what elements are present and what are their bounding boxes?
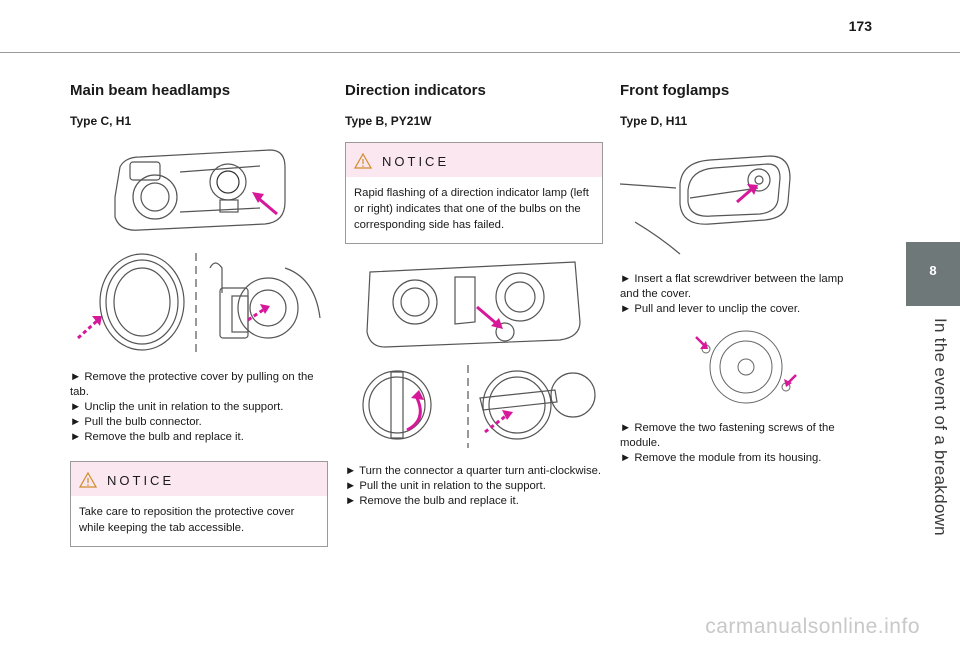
chapter-number: 8 (929, 263, 937, 278)
indicator-housing-illustration (366, 261, 581, 348)
chapter-title: In the event of a breakdown (931, 318, 950, 536)
warning-icon (79, 472, 97, 488)
connector-turn-illustration (362, 365, 596, 448)
section-title: Main beam headlamps (70, 82, 231, 99)
bulb-type: Type C, H1 (70, 114, 132, 128)
headlamp-rear-illustration (114, 149, 286, 231)
cover-removal-illustration (76, 253, 321, 353)
section-front-foglamps: Front foglamps Type D, H11 ► Insert a fl… (620, 82, 858, 466)
section-title: Front foglamps (620, 82, 730, 99)
foglamp-module-illustration (695, 330, 797, 404)
step: ► Pull the unit in relation to the suppo… (345, 480, 546, 492)
notice-text: Rapid flashing of a direction indicator … (354, 187, 589, 231)
notice-text: Take care to reposition the protective c… (79, 506, 295, 534)
bulb-type: Type D, H11 (620, 114, 688, 128)
section-title: Direction indicators (345, 82, 486, 99)
step: ► Insert a flat screwdriver between the … (620, 273, 844, 300)
chapter-tab: 8 In the event of a breakdown (906, 0, 960, 649)
step: ► Remove the bulb and replace it. (345, 495, 519, 507)
header-rule (0, 52, 960, 53)
section-main-beam: Main beam headlamps Type C, H1 (70, 82, 328, 547)
foglamp-cover-illustration (620, 155, 791, 255)
notice-label: NOTICE (107, 472, 175, 488)
watermark: carmanualsonline.info (705, 615, 920, 638)
step: ► Remove the module from its housing. (620, 452, 822, 464)
bulb-type: Type B, PY21W (345, 114, 432, 128)
notice-header: NOTICE (346, 143, 602, 177)
page-number: 173 (848, 18, 872, 34)
step: ► Remove the bulb and replace it. (70, 431, 244, 443)
chapter-box (906, 242, 960, 306)
step: ► Pull the bulb connector. (70, 416, 202, 428)
step: ► Remove the protective cover by pulling… (70, 371, 314, 398)
step: ► Pull and lever to unclip the cover. (620, 303, 801, 315)
notice-box: NOTICE Take care to reposition the prote… (70, 461, 328, 547)
warning-icon (354, 153, 372, 169)
notice-box: NOTICE Rapid flashing of a direction ind… (345, 142, 603, 244)
step: ► Unclip the unit in relation to the sup… (70, 401, 284, 413)
instructions: ► Turn the connector a quarter turn anti… (345, 464, 603, 509)
notice-label: NOTICE (382, 153, 450, 169)
instructions: ► Insert a flat screwdriver between the … (620, 272, 858, 317)
instructions: ► Remove the protective cover by pulling… (70, 370, 328, 445)
step: ► Remove the two fastening screws of the… (620, 422, 835, 449)
step: ► Turn the connector a quarter turn anti… (345, 465, 602, 477)
section-direction-indicators: Direction indicators Type B, PY21W NOTIC… (345, 82, 603, 509)
instructions: ► Remove the two fastening screws of the… (620, 421, 858, 466)
notice-header: NOTICE (71, 462, 327, 496)
